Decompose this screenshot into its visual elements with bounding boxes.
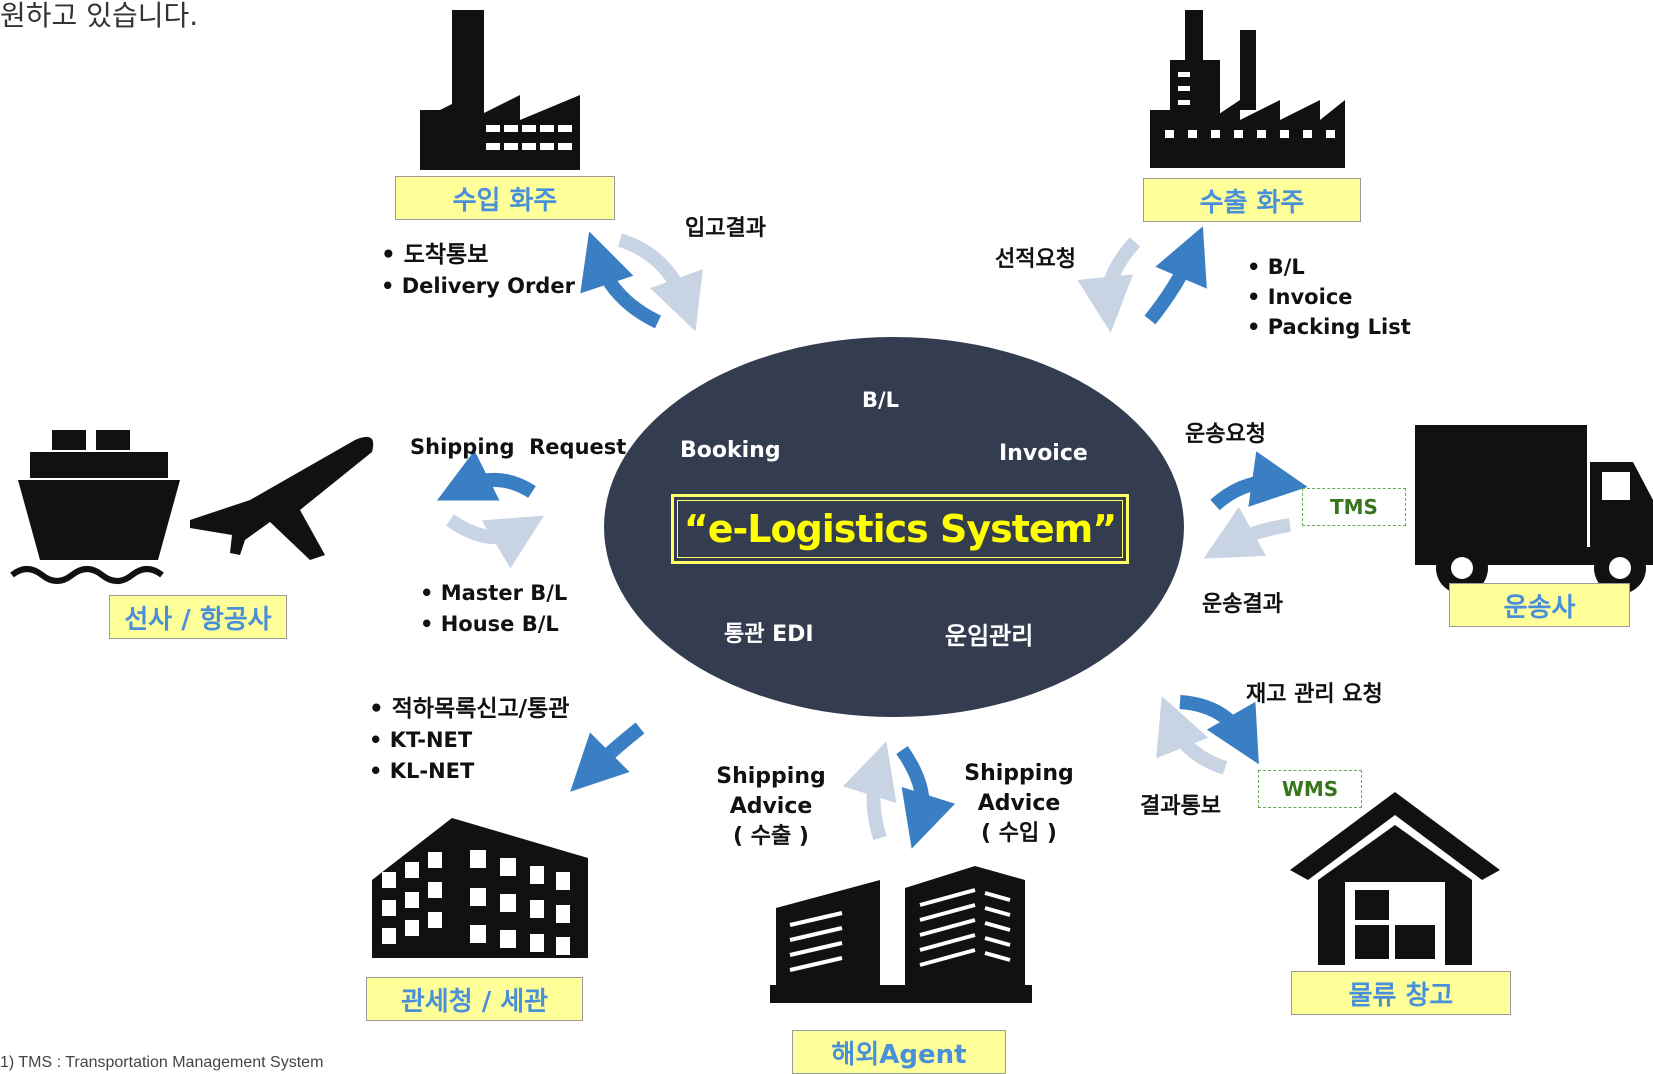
list-item: KT-NET (369, 725, 569, 756)
flow-arrow-down (570, 722, 645, 792)
node-label-warehouse: 물류 창고 (1291, 971, 1511, 1015)
center-item-bl: B/L (862, 388, 900, 412)
export-docs-list: B/L Invoice Packing List (1247, 252, 1411, 342)
node-label-customs: 관세청 / 세관 (366, 977, 583, 1021)
node-label-export-shipper: 수출 화주 (1143, 178, 1361, 222)
flow-arrow-down (1077, 237, 1141, 333)
node-label-carrier: 선사 / 항공사 (109, 595, 287, 639)
node-label-agent: 해외Agent (792, 1030, 1006, 1074)
ship-icon (10, 430, 180, 584)
tms-tag: TMS (1302, 488, 1406, 526)
advice-line: Shipping (964, 761, 1074, 786)
list-item: B/L (1247, 252, 1411, 282)
center-item-customs-edi: 통관 EDI (724, 622, 814, 647)
warehouse-icon (1290, 792, 1500, 967)
flow-arrow-right (1210, 451, 1308, 511)
advice-line: ( 수입 ) (981, 821, 1057, 846)
center-item-freight: 운임관리 (945, 622, 1034, 650)
list-item: 적하목록신고/통관 (369, 694, 570, 725)
building-icon (372, 818, 588, 958)
flow-label-inventory-request: 재고 관리 요청 (1246, 682, 1383, 707)
flow-label-advice-import: Shipping Advice ( 수입 ) (960, 759, 1078, 849)
system-title: “e-Logistics System” (671, 494, 1129, 564)
office-buildings-icon (770, 866, 1032, 1003)
flow-arrow-down (896, 745, 956, 849)
node-label-trucking: 운송사 (1449, 583, 1630, 627)
flow-arrow-left (436, 450, 536, 501)
central-ellipse (604, 337, 1184, 717)
list-item: Delivery Order (381, 271, 575, 302)
top-intro-text: 원하고 있습니다. (0, 0, 199, 32)
flow-label-result-notice: 결과통보 (1140, 794, 1221, 819)
footnote: 1) TMS : Transportation Management Syste… (0, 1054, 324, 1071)
advice-line: Advice (977, 791, 1061, 816)
flow-arrow-down (617, 233, 703, 332)
wms-tag: WMS (1258, 770, 1362, 808)
factory-icon (420, 10, 580, 170)
center-item-booking: Booking (680, 438, 781, 463)
advice-line: ( 수출 ) (733, 824, 809, 849)
flow-arrow-up (580, 231, 662, 329)
flow-label-transport-request: 운송요청 (1185, 422, 1266, 447)
flow-arrow-up (842, 741, 897, 841)
advice-line: Shipping (716, 764, 826, 789)
customs-docs-list: 적하목록신고/통관 KT-NET KL-NET (369, 694, 570, 787)
truck-icon (1415, 425, 1653, 594)
node-label-import-shipper: 수입 화주 (395, 176, 615, 220)
flow-arrow-up (1144, 226, 1207, 325)
advice-line: Advice (729, 794, 813, 819)
flow-arrow-right (445, 514, 545, 569)
list-item: Invoice (1247, 282, 1411, 312)
flow-arrow-left (1156, 695, 1228, 775)
list-item: Packing List (1247, 312, 1411, 342)
flow-arrow-left (1203, 506, 1292, 559)
flow-label-shipment-request: 선적요청 (995, 247, 1076, 272)
flow-label-transport-result: 운송결과 (1202, 592, 1283, 617)
import-docs-list: 도착통보 Delivery Order (381, 240, 575, 302)
list-item: House B/L (420, 609, 567, 640)
flow-label-warehousing-result: 입고결과 (685, 216, 766, 241)
list-item: Master B/L (420, 578, 568, 609)
flow-label-shipping-request: Shipping Request (410, 435, 627, 459)
carrier-docs-list: Master B/L House B/L (420, 578, 568, 640)
list-item: 도착통보 (381, 240, 575, 271)
list-item: KL-NET (369, 756, 569, 787)
flow-label-advice-export: Shipping Advice ( 수출 ) (712, 762, 830, 852)
center-item-invoice: Invoice (999, 441, 1088, 466)
factory-icon (1150, 10, 1345, 168)
flow-arrow-right (1179, 695, 1259, 765)
plane-icon (190, 436, 374, 560)
